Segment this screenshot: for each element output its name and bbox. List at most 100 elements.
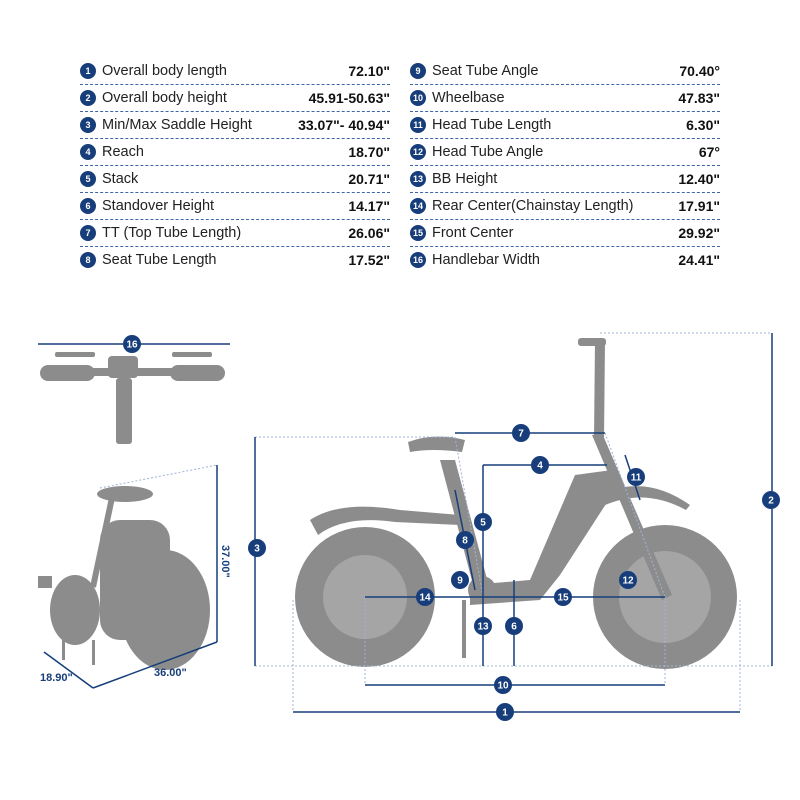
marker-6: 6 <box>505 617 523 635</box>
spec-number-badge: 13 <box>410 171 426 187</box>
spec-label: Head Tube Length <box>432 117 552 133</box>
svg-text:8: 8 <box>462 536 468 547</box>
marker-7: 7 <box>512 424 530 442</box>
marker-12: 12 <box>619 571 637 589</box>
spec-label: Min/Max Saddle Height <box>102 117 252 133</box>
spec-row: 11 Head Tube Length 6.30" <box>410 112 720 139</box>
spec-value: 72.10" <box>348 63 390 79</box>
spec-number-badge: 12 <box>410 144 426 160</box>
svg-text:9: 9 <box>457 576 463 587</box>
spec-value: 20.71" <box>348 171 390 187</box>
spec-value: 14.17" <box>348 198 390 214</box>
marker-16: 16 <box>123 335 141 353</box>
spec-label: TT (Top Tube Length) <box>102 225 242 241</box>
folded-width-line <box>43 651 94 689</box>
spec-number-badge: 11 <box>410 117 426 133</box>
spec-row: 2 Overall body height 45.91-50.63" <box>80 85 390 112</box>
spec-number-badge: 6 <box>80 198 96 214</box>
spec-row: 1 Overall body length 72.10" <box>80 58 390 85</box>
spec-number-badge: 4 <box>80 144 96 160</box>
spec-number-badge: 8 <box>80 252 96 268</box>
marker-15: 15 <box>554 588 572 606</box>
spec-label: Handlebar Width <box>432 252 540 268</box>
svg-text:3: 3 <box>254 544 260 555</box>
spec-row: 7 TT (Top Tube Length) 26.06" <box>80 220 390 247</box>
spec-value: 18.70" <box>348 144 390 160</box>
spec-label: Seat Tube Angle <box>432 63 539 79</box>
spec-row: 16 Handlebar Width 24.41" <box>410 247 720 274</box>
folded-width-label: 18.90" <box>40 672 73 684</box>
spec-value: 33.07"- 40.94" <box>298 117 390 133</box>
spec-row: 5 Stack 20.71" <box>80 166 390 193</box>
marker-2: 2 <box>762 491 780 509</box>
svg-text:6: 6 <box>511 622 517 633</box>
svg-text:14: 14 <box>419 593 431 604</box>
spec-row: 3 Min/Max Saddle Height 33.07"- 40.94" <box>80 112 390 139</box>
spec-number-badge: 5 <box>80 171 96 187</box>
spec-number-badge: 16 <box>410 252 426 268</box>
spec-number-badge: 10 <box>410 90 426 106</box>
svg-text:1: 1 <box>502 708 508 719</box>
spec-label: Overall body length <box>102 63 227 79</box>
spec-label: Wheelbase <box>432 90 505 106</box>
spec-row: 15 Front Center 29.92" <box>410 220 720 247</box>
spec-number-badge: 9 <box>410 63 426 79</box>
folded-height-label: 37.00" <box>219 545 231 578</box>
spec-value: 29.92" <box>678 225 720 241</box>
spec-number-badge: 1 <box>80 63 96 79</box>
spec-number-badge: 3 <box>80 117 96 133</box>
spec-label: Reach <box>102 144 144 160</box>
spec-value: 17.91" <box>678 198 720 214</box>
spec-label: Rear Center(Chainstay Length) <box>432 198 634 214</box>
spec-label: Overall body height <box>102 90 227 106</box>
spec-row: 13 BB Height 12.40" <box>410 166 720 193</box>
svg-text:16: 16 <box>126 340 138 351</box>
marker-3: 3 <box>248 539 266 557</box>
spec-label: Head Tube Angle <box>432 144 544 160</box>
marker-13: 13 <box>474 617 492 635</box>
spec-value: 6.30" <box>686 117 720 133</box>
dimension-guides <box>255 332 772 712</box>
svg-text:13: 13 <box>477 622 489 633</box>
spec-value: 24.41" <box>678 252 720 268</box>
folded-bike <box>38 486 210 670</box>
dimension-guide <box>99 464 218 489</box>
handlebar-top-view <box>40 352 225 444</box>
marker-4: 4 <box>531 456 549 474</box>
spec-number-badge: 7 <box>80 225 96 241</box>
spec-value: 45.91-50.63" <box>308 90 390 106</box>
marker-11: 11 <box>627 468 645 486</box>
svg-text:10: 10 <box>497 681 509 692</box>
svg-text:15: 15 <box>557 593 569 604</box>
svg-text:7: 7 <box>518 429 524 440</box>
svg-text:11: 11 <box>631 473 642 484</box>
spec-value: 17.52" <box>348 252 390 268</box>
spec-label: Stack <box>102 171 139 187</box>
svg-text:4: 4 <box>537 461 543 472</box>
spec-label: Front Center <box>432 225 514 241</box>
marker-14: 14 <box>416 588 434 606</box>
spec-number-badge: 15 <box>410 225 426 241</box>
marker-8: 8 <box>456 531 474 549</box>
spec-value: 70.40° <box>679 63 720 79</box>
spec-label: BB Height <box>432 171 498 187</box>
marker-9: 9 <box>451 571 469 589</box>
marker-1: 1 <box>496 703 514 721</box>
spec-table-left: 1 Overall body length 72.10" 2 Overall body… <box>80 58 390 274</box>
svg-text:2: 2 <box>768 496 774 507</box>
marker-5: 5 <box>474 513 492 531</box>
spec-value: 67° <box>698 144 720 160</box>
svg-text:12: 12 <box>622 576 634 587</box>
spec-value: 26.06" <box>348 225 390 241</box>
folded-length-label: 36.00" <box>154 667 187 679</box>
spec-number-badge: 2 <box>80 90 96 106</box>
folded-length-line <box>92 641 218 689</box>
spec-number-badge: 14 <box>410 198 426 214</box>
spec-value: 12.40" <box>678 171 720 187</box>
spec-row: 9 Seat Tube Angle 70.40° <box>410 58 720 85</box>
